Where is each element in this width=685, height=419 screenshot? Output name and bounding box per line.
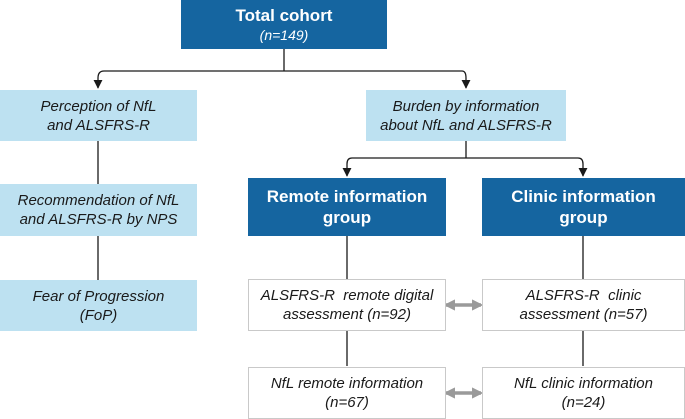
remote-nfl-box: NfL remote information (n=67) — [248, 367, 446, 419]
perception-box: Perception of NfL and ALSFRS-R — [0, 90, 197, 141]
clinic-nfl-line-2: (n=24) — [561, 394, 606, 411]
total-cohort-count: (n=149) — [259, 27, 309, 43]
arrow-to-burden — [461, 70, 471, 89]
clinic-group-line-1: Clinic information — [511, 187, 656, 206]
perception-line-2: and ALSFRS-R — [47, 116, 150, 134]
recommendation-line-1: Recommendation of NfL — [17, 192, 180, 209]
fear-line-1: Fear of Progression — [32, 287, 165, 305]
total-cohort-box: Total cohort (n=149) — [181, 0, 387, 49]
split-connector-top — [104, 49, 462, 72]
perception-line-1: Perception of NfL — [40, 97, 157, 115]
clinic-alsfrs-box: ALSFRS-R clinic assessment (n=57) — [482, 279, 685, 331]
recommendation-box: Recommendation of NfL and ALSFRS-R by NP… — [0, 184, 197, 236]
arrow-to-remote-group — [342, 157, 353, 177]
fear-of-progression-box: Fear of Progression (FoP) — [0, 280, 197, 331]
remote-alsfrs-box: ALSFRS-R remote digital assessment (n=92… — [248, 279, 446, 331]
clinic-group-line-2: group — [559, 208, 608, 227]
clinic-alsfrs-line-1: ALSFRS-R clinic — [525, 287, 642, 304]
clinic-nfl-line-1: NfL clinic information — [514, 375, 653, 392]
remote-group-line-1: Remote information — [266, 187, 428, 206]
remote-group-box: Remote information group — [248, 178, 446, 236]
split-connector-burden — [352, 141, 578, 159]
arrow-to-clinic-group — [577, 157, 588, 177]
clinic-alsfrs-line-2: assessment (n=57) — [519, 306, 648, 323]
clinic-group-box: Clinic information group — [482, 178, 685, 236]
burden-box: Burden by information about NfL and ALSF… — [366, 90, 566, 141]
remote-nfl-line-2: (n=67) — [325, 394, 369, 411]
total-cohort-title: Total cohort — [235, 6, 333, 25]
remote-alsfrs-line-1: ALSFRS-R remote digital — [260, 287, 434, 304]
arrow-to-perception — [93, 70, 105, 89]
fear-line-2: (FoP) — [79, 306, 118, 324]
clinic-nfl-box: NfL clinic information (n=24) — [482, 367, 685, 419]
burden-line-2: about NfL and ALSFRS-R — [380, 116, 552, 134]
burden-line-1: Burden by information — [392, 97, 540, 115]
remote-group-line-2: group — [322, 208, 372, 227]
recommendation-line-2: and ALSFRS-R by NPS — [19, 211, 178, 228]
remote-alsfrs-line-2: assessment (n=92) — [283, 306, 411, 323]
remote-nfl-line-1: NfL remote information — [270, 375, 424, 392]
